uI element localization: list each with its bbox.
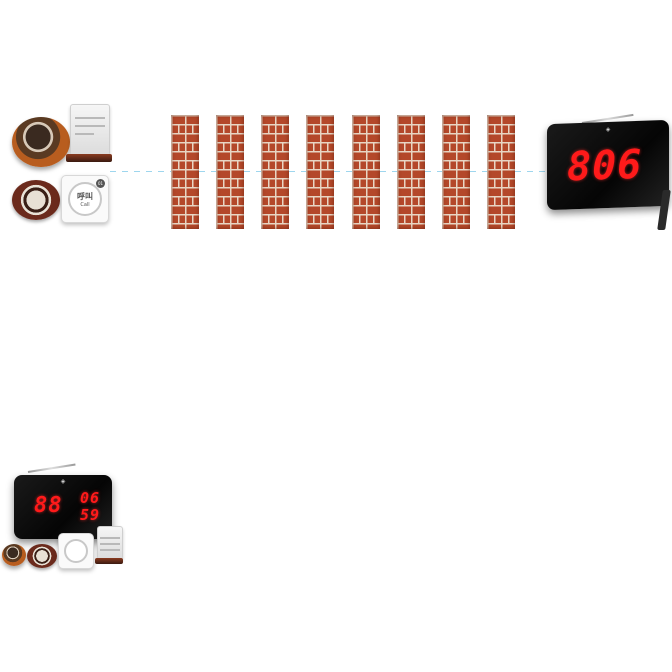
brick-wall <box>306 115 334 229</box>
signal-line <box>470 171 487 172</box>
display-panel: ◈ 806 <box>547 119 669 211</box>
small-display-number-bottom: 59 <box>80 506 101 524</box>
table-tent-card-device <box>70 104 110 156</box>
square-button-sublabel: Call <box>80 201 90 208</box>
brick-wall <box>216 115 244 229</box>
brick-wall <box>171 115 199 229</box>
brick-wall <box>261 115 289 229</box>
signal-line <box>380 171 397 172</box>
square-button-label: 呼叫 <box>77 191 93 201</box>
signal-line <box>244 171 261 172</box>
brick-wall <box>352 115 380 229</box>
signal-line <box>515 171 545 172</box>
brand-logo: ◈ <box>605 125 611 134</box>
small-display-number-large: 88 <box>34 493 63 518</box>
antenna <box>27 463 76 473</box>
signal-line <box>199 171 216 172</box>
square-button-badge: 01 <box>96 179 105 188</box>
signal-line <box>289 171 306 172</box>
flat-call-button-device <box>27 544 57 568</box>
small-display-panel: ◈ 88 06 59 <box>14 475 112 539</box>
flat-call-button-device <box>12 180 60 220</box>
signal-line <box>425 171 442 172</box>
signal-line <box>110 171 171 172</box>
display-number: 806 <box>567 141 643 191</box>
table-tent-card-device <box>97 526 123 560</box>
brick-wall <box>442 115 470 229</box>
brand-logo: ◈ <box>60 478 66 485</box>
small-display-number-top: 06 <box>80 489 101 507</box>
signal-line <box>334 171 352 172</box>
tent-card-base <box>95 558 123 564</box>
brick-wall <box>487 115 515 229</box>
tent-card-base <box>66 154 112 162</box>
square-call-button-device: 呼叫 Call 01 <box>61 175 109 223</box>
square-call-button-device <box>58 533 94 569</box>
round-call-button-device <box>2 544 26 566</box>
brick-wall <box>397 115 425 229</box>
round-call-button-device <box>12 117 70 167</box>
